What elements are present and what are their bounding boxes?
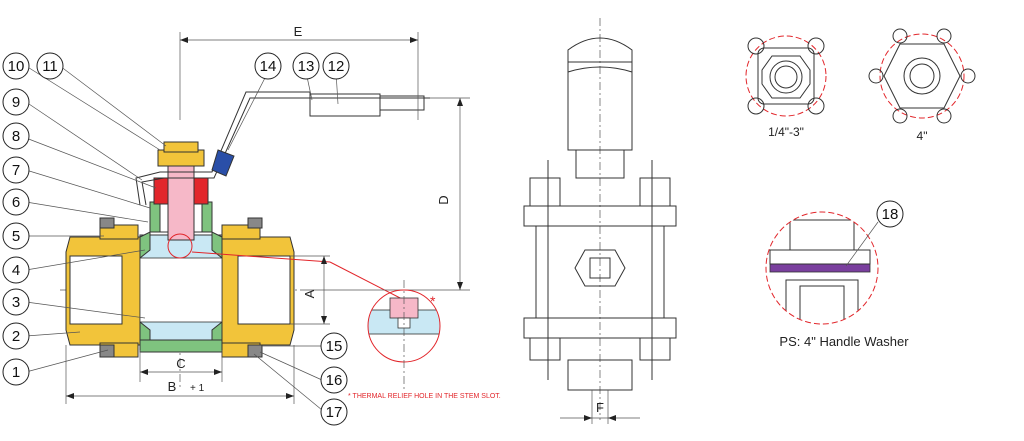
svg-text:11: 11	[42, 58, 58, 75]
end-cap-right	[221, 224, 295, 358]
svg-text:7: 7	[12, 162, 20, 179]
svg-text:16: 16	[326, 372, 343, 389]
part-bubble-11: 11	[36, 52, 64, 80]
handle-washer-note: PS: 4" Handle Washer	[779, 334, 909, 349]
svg-text:8: 8	[12, 128, 20, 145]
flange-view-large: 4"	[868, 28, 976, 143]
part-bubble-14: 14	[254, 52, 282, 80]
part-bubble-4: 4	[2, 256, 30, 284]
part-bubble-15: 15	[320, 332, 348, 360]
dim-f-label: F	[596, 400, 604, 415]
dim-a-label: A	[302, 289, 317, 298]
part-bubble-3: 3	[2, 288, 30, 316]
thermal-relief-note: * THERMAL RELIEF HOLE IN THE STEM SLOT.	[348, 393, 501, 400]
part-bubble-8: 8	[2, 122, 30, 150]
part-bubble-1: 1	[2, 358, 30, 386]
svg-text:2: 2	[12, 328, 20, 345]
detail-star: *	[430, 293, 436, 309]
svg-text:4: 4	[12, 262, 20, 279]
part-bubble-10: 10	[2, 52, 30, 80]
dim-b-suffix: + 1	[190, 383, 205, 394]
handle-washer-detail: 18 PS: 4" Handle Washer	[765, 200, 909, 349]
size-label-large: 4"	[917, 129, 928, 143]
part-bubble-5: 5	[2, 222, 30, 250]
svg-text:17: 17	[326, 404, 343, 421]
dim-b-label: B	[168, 379, 177, 394]
thermal-relief-detail: *	[367, 280, 441, 390]
part-bubble-9: 9	[2, 88, 30, 116]
svg-text:12: 12	[328, 58, 345, 75]
svg-text:9: 9	[12, 94, 20, 111]
part-bubble-17: 17	[320, 398, 348, 426]
part-bubble-16: 16	[320, 366, 348, 394]
part-bubble-6: 6	[2, 188, 30, 216]
side-view: F	[523, 18, 677, 424]
size-label-small: 1/4"-3"	[768, 125, 804, 139]
svg-text:15: 15	[326, 338, 343, 355]
part-bubble-12: 12	[322, 52, 350, 80]
svg-text:3: 3	[12, 294, 20, 311]
flange-view-small: 1/4"-3"	[745, 35, 827, 139]
part-bubble-18: 18	[882, 206, 899, 223]
svg-text:5: 5	[12, 228, 20, 245]
svg-text:10: 10	[8, 58, 25, 75]
svg-text:13: 13	[298, 58, 315, 75]
dim-e-label: E	[294, 24, 303, 39]
svg-text:6: 6	[12, 194, 20, 211]
part-bubble-13: 13	[292, 52, 320, 80]
dim-c-label: C	[176, 356, 185, 371]
svg-text:1: 1	[12, 364, 20, 381]
dim-d-label: D	[436, 195, 451, 204]
section-view: E D A C B + 1	[2, 24, 501, 426]
part-bubble-7: 7	[2, 156, 30, 184]
part-bubble-2: 2	[2, 322, 30, 350]
ball	[139, 234, 223, 346]
end-cap-left	[65, 224, 141, 358]
svg-text:14: 14	[260, 58, 277, 75]
